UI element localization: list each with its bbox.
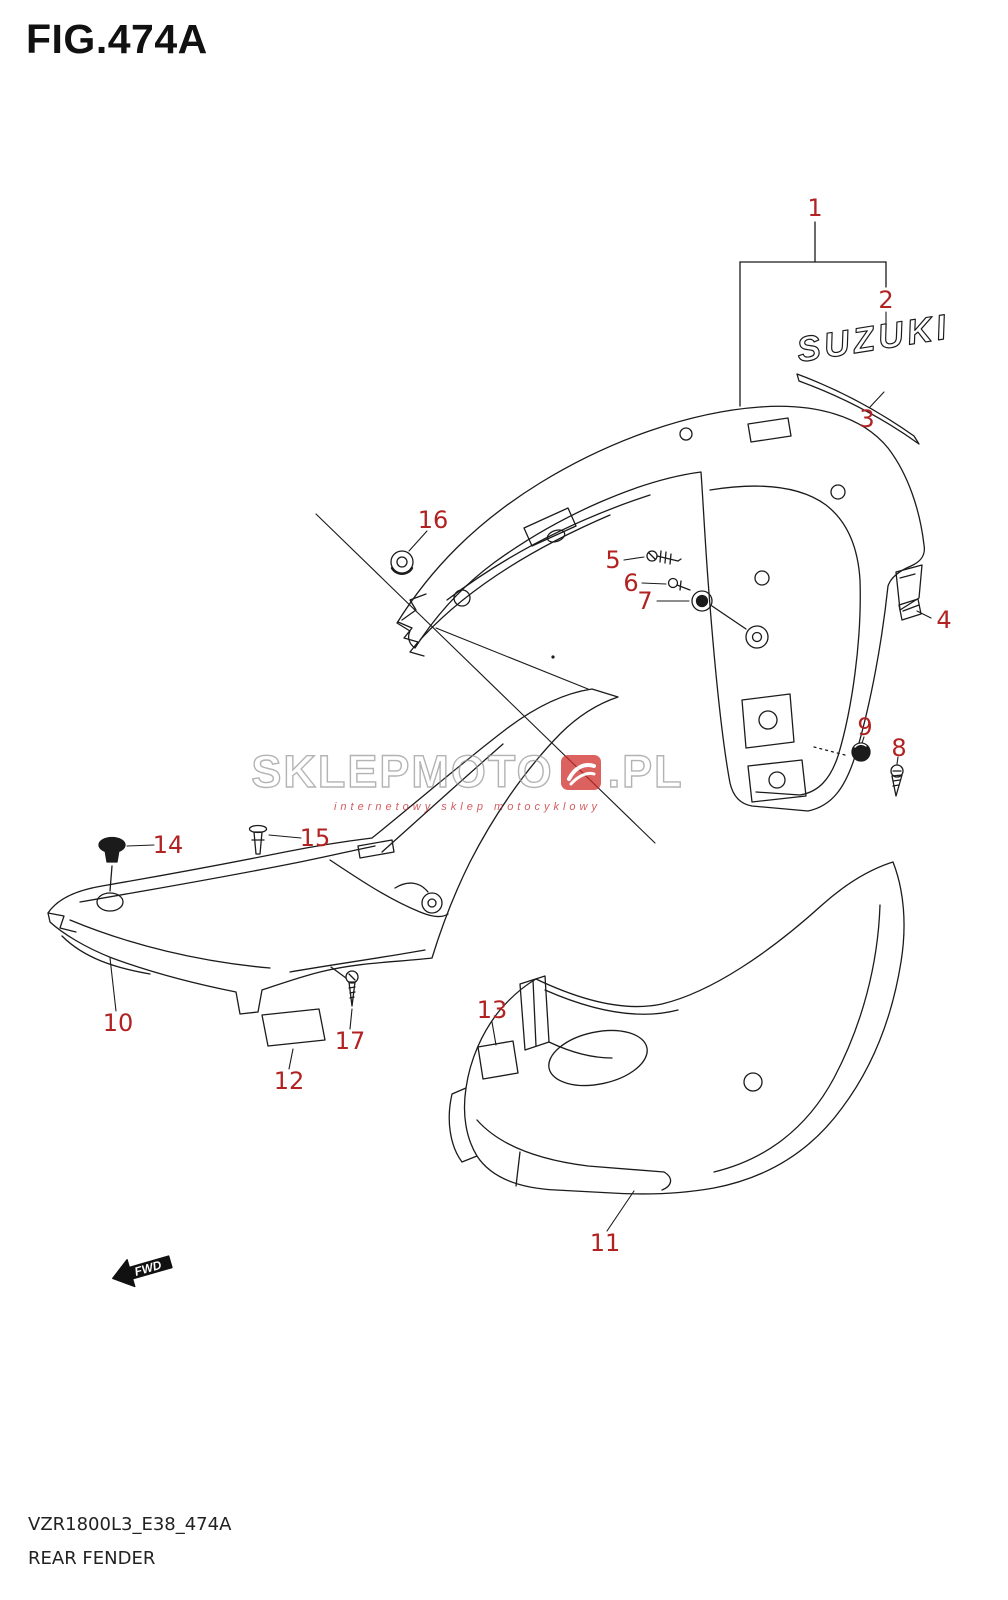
- upper-fender-drawing: [396, 405, 926, 812]
- grommet-7-drawing: [691, 590, 747, 630]
- callout-6: 6: [623, 569, 639, 597]
- callout-3: 3: [859, 405, 875, 433]
- leader-lines: [109, 311, 932, 1232]
- clip-15-drawing: [248, 824, 268, 855]
- callout-15: 15: [299, 824, 331, 852]
- fwd-label: FWD: [133, 1258, 163, 1279]
- footer-code: VZR1800L3_E38_474A: [28, 1514, 232, 1535]
- callout-8: 8: [891, 734, 907, 762]
- callout-2: 2: [878, 286, 894, 314]
- emblem-strip-drawing: [796, 373, 920, 445]
- callout-9: 9: [857, 713, 873, 741]
- screw-17-drawing: [330, 966, 359, 1007]
- pin-6-drawing: [667, 577, 691, 591]
- callout-7: 7: [637, 587, 653, 615]
- callout-1: 1: [807, 194, 823, 222]
- lower-fender-drawing: [448, 861, 905, 1195]
- suzuki-emblem-text: SUZUKI: [794, 307, 952, 370]
- callout-5: 5: [605, 546, 621, 574]
- callout-16: 16: [417, 506, 449, 534]
- grommet-16-drawing: [390, 550, 414, 575]
- callout-14: 14: [152, 831, 184, 859]
- bracket-lines-part1: [739, 221, 887, 407]
- figure-title: FIG.474A: [26, 16, 208, 62]
- callout-11: 11: [589, 1229, 621, 1257]
- clip-4-drawing: [898, 598, 922, 621]
- pad-12-drawing: [261, 1008, 326, 1047]
- callout-4: 4: [936, 606, 952, 634]
- footer-caption: REAR FENDER: [28, 1548, 156, 1569]
- callout-12: 12: [273, 1067, 305, 1095]
- suzuki-emblem-drawing: SUZUKI: [794, 307, 954, 371]
- callout-17: 17: [334, 1027, 366, 1055]
- callout-10: 10: [102, 1009, 134, 1037]
- left-side-cover-drawing: [47, 688, 619, 1015]
- assembly-lines: [315, 513, 656, 844]
- pad-13-drawing: [477, 1040, 519, 1080]
- cap-9-drawing: [813, 742, 871, 762]
- callout-13: 13: [476, 996, 508, 1024]
- screw-5-drawing: [646, 550, 682, 565]
- fwd-marker: FWD: [112, 1255, 173, 1288]
- screw-8-drawing: [890, 764, 904, 797]
- plug-14-drawing: [98, 836, 126, 892]
